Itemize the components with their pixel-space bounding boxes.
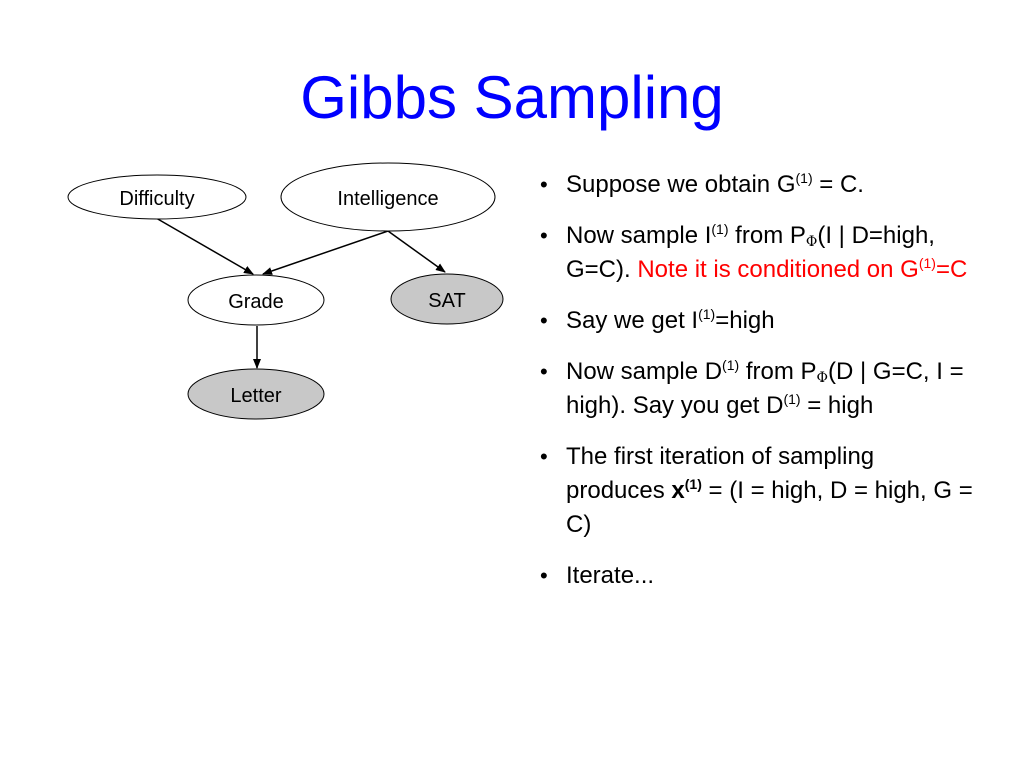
bullet-item: The first iteration of sampling produces… [538,440,978,542]
superscript: (1) [918,255,936,271]
bullet-text: from P [739,358,817,385]
bullet-item: Say we get I(1)=high [538,304,978,338]
bullet-text: Suppose we obtain G [566,171,796,198]
node-grade-label: Grade [228,291,284,313]
bullet-text: Now sample D [566,358,723,385]
bullet-text: (D | G=C, I = high). Say you get D [566,358,964,419]
node-sat: SAT [390,273,504,325]
node-letter: Letter [187,368,325,420]
node-intelligence-label: Intelligence [337,188,438,210]
node-difficulty: Difficulty [67,174,247,220]
bullet-text: Say we get I [566,307,699,334]
slide-title: Gibbs Sampling [300,64,724,131]
edge-difficulty-grade [155,217,254,275]
node-difficulty-label: Difficulty [119,188,194,210]
bullet-text: The first iteration of sampling produces [566,443,875,504]
subscript: Φ [805,234,818,250]
node-intelligence: Intelligence [280,162,496,232]
bullet-text: Now sample I [566,222,712,249]
node-grade-shape [187,274,325,326]
superscript: (1) [783,391,801,407]
node-intelligence-shape [280,162,496,232]
node-letter-shape [187,368,325,420]
highlight-text: =C [935,256,968,283]
subscript: Φ [816,370,828,386]
superscript: (1) [722,357,740,373]
superscript: (1) [711,221,729,237]
superscript: (1) [698,306,716,322]
bullet-text: Iterate... [566,562,655,589]
bullet-item: Suppose we obtain G(1) = C. [538,168,978,202]
bullet-text: (I | D=high, G=C). [566,222,935,283]
superscript: (1) [795,170,813,186]
bullet-text: =high [715,307,775,334]
edge-intelligence-sat [387,230,446,273]
highlight-text: Note it is conditioned on G [637,256,919,283]
bayes-network-diagram: Difficulty Intelligence Grade SAT Letter [67,162,504,420]
node-sat-shape [390,273,504,325]
superscript: (1) [685,476,702,492]
bullet-text: from P [728,222,806,249]
bullet-text: = C. [812,171,864,198]
bold-vector: x [671,477,685,504]
node-sat-label: SAT [428,290,465,312]
bullet-text: = high [800,392,874,419]
bullet-list: Suppose we obtain G(1) = C. Now sample I… [538,168,978,610]
bullet-item: Now sample I(1) from PΦ(I | D=high, G=C)… [538,219,978,287]
bullet-item: Now sample D(1) from PΦ(D | G=C, I = hig… [538,355,978,423]
bullet-item: Iterate... [538,559,978,593]
bullet-text: = (I = high, D = high, G = C) [566,477,973,538]
edge-intelligence-grade [262,230,389,275]
node-difficulty-shape [67,174,247,220]
node-grade: Grade [187,274,325,326]
bold-superscript: (1) [684,476,702,492]
node-letter-label: Letter [230,385,281,407]
